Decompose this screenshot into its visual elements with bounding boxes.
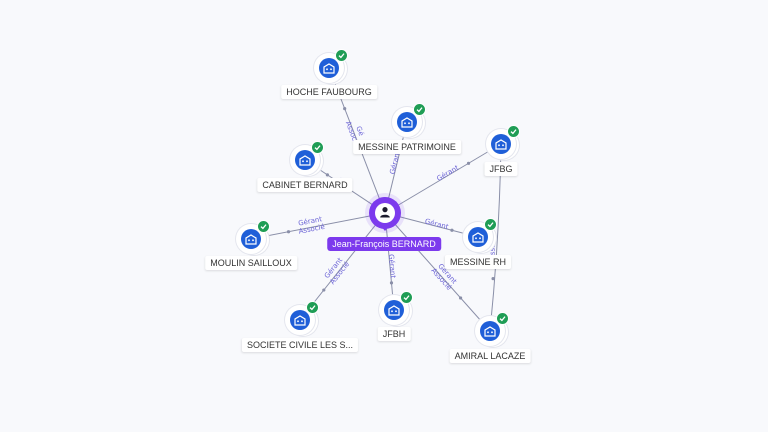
company-node-moulin[interactable]	[236, 220, 270, 254]
verified-check-icon	[306, 301, 319, 314]
verified-check-icon	[507, 125, 520, 138]
building-icon	[319, 58, 339, 78]
building-icon	[295, 150, 315, 170]
verified-check-icon	[400, 291, 413, 304]
edge-label-jfbh-0: Gérant	[387, 254, 397, 279]
building-icon	[241, 229, 261, 249]
company-node-hoche[interactable]	[314, 49, 348, 83]
building-icon	[468, 227, 488, 247]
company-node-jfbh[interactable]	[379, 291, 413, 325]
company-label-hoche[interactable]: HOCHE FAUBOURG	[281, 85, 377, 99]
building-icon	[397, 112, 417, 132]
edge-arrow-amiral	[459, 296, 463, 300]
company-node-messine_rh[interactable]	[463, 218, 497, 252]
person-icon	[375, 203, 395, 223]
company-node-amiral[interactable]	[475, 312, 509, 346]
company-label-moulin[interactable]: MOULIN SAILLOUX	[205, 256, 297, 270]
edge-arrow-cabinet	[325, 173, 329, 177]
person-node[interactable]	[365, 193, 405, 233]
company-node-jfbg[interactable]	[486, 125, 520, 159]
company-label-jfbg[interactable]: JFBG	[484, 162, 518, 176]
edge-label-messine_rh-0: Gérant	[424, 217, 450, 231]
building-icon	[491, 134, 511, 154]
company-node-cabinet[interactable]	[290, 141, 324, 175]
edge-arrow-jfbh	[389, 281, 394, 285]
verified-check-icon	[413, 103, 426, 116]
verified-check-icon	[311, 141, 324, 154]
building-icon	[480, 321, 500, 341]
verified-check-icon	[257, 220, 270, 233]
building-icon	[290, 310, 310, 330]
edge-arrow-moulin	[286, 230, 291, 234]
building-icon	[384, 300, 404, 320]
company-label-amiral[interactable]: AMIRAL LACAZE	[449, 349, 531, 363]
edge-arrow-societe	[322, 288, 326, 292]
edge-arrow-jfbg	[466, 161, 471, 165]
center-person-label[interactable]: Jean-François BERNARD	[327, 237, 441, 251]
edge-label-amiral-0: Associé	[488, 233, 498, 260]
company-label-jfbh[interactable]: JFBH	[377, 327, 411, 341]
verified-check-icon	[496, 312, 509, 325]
verified-check-icon	[484, 218, 497, 231]
edge-amiral	[384, 212, 491, 332]
edge-arrow-amiral	[491, 277, 495, 281]
company-label-societe[interactable]: SOCIETE CIVILE LES S...	[241, 338, 359, 352]
verified-check-icon	[335, 49, 348, 62]
edge-label-hoche-0: Gé	[354, 125, 365, 137]
edge-arrow-hoche	[343, 107, 347, 111]
edge-label-jfbg-0: Gérant	[435, 164, 460, 183]
company-node-messine_pat[interactable]	[392, 103, 426, 137]
company-label-messine_rh[interactable]: MESSINE RH	[444, 255, 512, 269]
company-node-societe[interactable]	[285, 301, 319, 335]
company-label-messine_pat[interactable]: MESSINE PATRIMOINE	[353, 140, 461, 154]
company-label-cabinet[interactable]: CABINET BERNARD	[257, 178, 353, 192]
edge-arrow-messine_rh	[450, 228, 454, 232]
